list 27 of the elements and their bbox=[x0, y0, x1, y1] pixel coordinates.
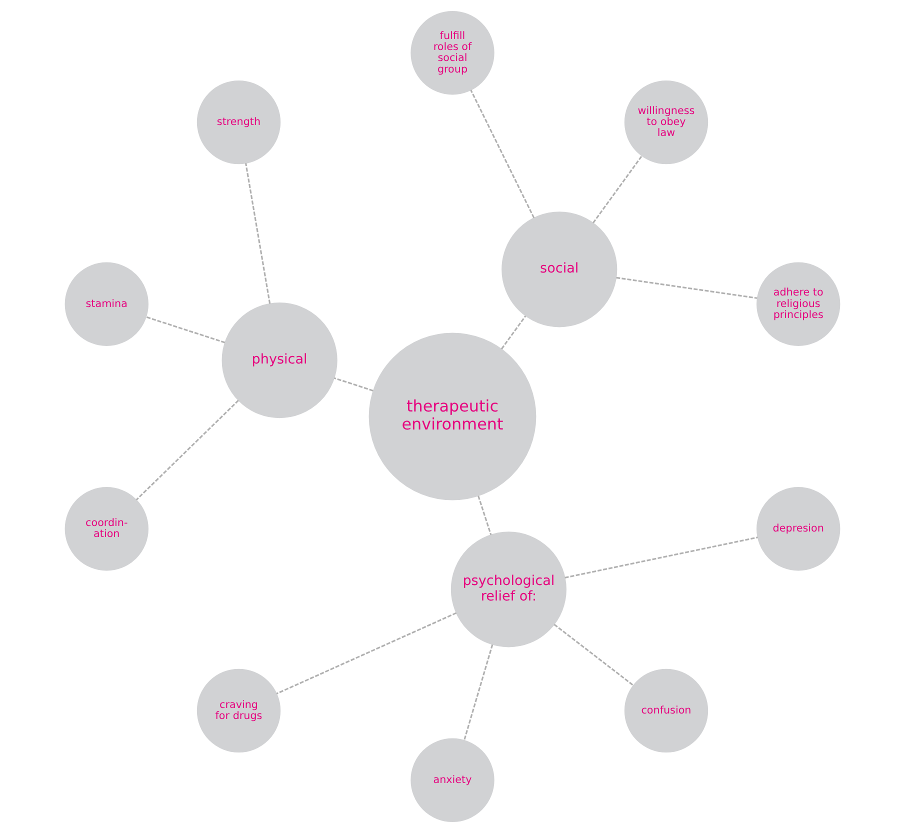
node-circle: fulfill roles of social group bbox=[410, 11, 494, 95]
connector bbox=[136, 400, 239, 500]
connector bbox=[470, 90, 535, 218]
connector bbox=[616, 276, 758, 299]
connector bbox=[554, 624, 634, 686]
connector bbox=[276, 612, 457, 694]
connector bbox=[500, 315, 526, 350]
node-circle: willingness to obey law bbox=[624, 80, 708, 164]
node-circle: anxiety bbox=[410, 738, 494, 822]
node-circle: craving for drugs bbox=[196, 668, 281, 753]
connector bbox=[564, 536, 758, 578]
connector bbox=[478, 496, 492, 535]
connector bbox=[334, 377, 374, 392]
node-circle: depresion bbox=[756, 487, 840, 571]
node-circle: stamina bbox=[64, 262, 148, 346]
node-circle: coordin- ation bbox=[64, 487, 148, 571]
node-circle: physical bbox=[222, 302, 338, 418]
connector bbox=[245, 163, 271, 304]
connector bbox=[592, 155, 642, 224]
node-circle: confusion bbox=[624, 668, 708, 753]
node-circle: social bbox=[502, 212, 618, 328]
node-circle: adhere to religious principles bbox=[756, 262, 840, 346]
node-circle: psychological relief of: bbox=[450, 532, 566, 648]
node-circle: therapeutic environment bbox=[368, 332, 536, 500]
node-circle: strength bbox=[196, 80, 281, 164]
connector bbox=[463, 644, 494, 740]
connector bbox=[146, 316, 226, 344]
